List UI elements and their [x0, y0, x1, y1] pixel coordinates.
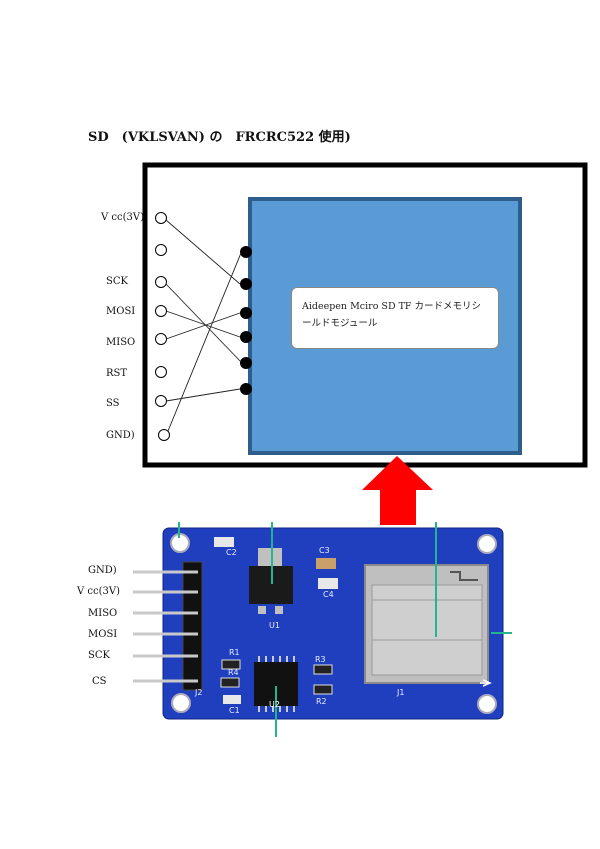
cap-c3	[316, 558, 336, 569]
board-label-cs: CS	[92, 676, 107, 687]
board-label-vcc: V cc(3V)	[77, 586, 120, 597]
board-label-gnd: GND)	[88, 565, 117, 576]
module-pin-6	[240, 383, 252, 395]
wires	[165, 219, 242, 432]
pin-label-mosi: MOSI	[106, 306, 136, 317]
module-pin-3	[240, 307, 252, 319]
header-open-pins	[155, 212, 170, 441]
wire-gnd	[167, 252, 242, 432]
wire-vcc	[165, 219, 241, 285]
res-r1	[221, 659, 241, 670]
wire-ss	[165, 388, 241, 402]
open-pin-6	[155, 366, 167, 378]
res-r2	[313, 684, 333, 695]
module-filled-pins	[240, 246, 252, 395]
mount-hole-bl	[171, 693, 191, 713]
callout-pointers	[178, 522, 512, 737]
wire-sck	[165, 283, 242, 363]
open-pin-7	[155, 395, 167, 407]
sd-card-board	[133, 527, 504, 720]
module-caption: Aideepen Mciro SD TF カードメモリシールドモジュール	[291, 287, 499, 349]
module-pin-2	[240, 278, 252, 290]
open-pin-1	[155, 212, 167, 224]
open-pin-8	[158, 429, 170, 441]
cap-c4	[318, 578, 338, 589]
wire-mosi	[165, 310, 241, 338]
board-label-mosi: MOSI	[88, 629, 118, 640]
module-pin-4	[240, 331, 252, 343]
board-label-sck: SCK	[88, 650, 110, 661]
pin-label-vcc: V cc(3V)	[101, 212, 144, 223]
cap-c1	[223, 695, 241, 704]
up-arrow	[362, 456, 433, 525]
open-pin-2	[155, 244, 167, 256]
pin-label-sck: SCK	[106, 276, 128, 287]
pin-header-j2	[182, 561, 203, 691]
res-r3	[313, 664, 333, 675]
open-pin-5	[155, 333, 167, 345]
open-pin-3	[155, 276, 167, 288]
open-pin-4	[155, 305, 167, 317]
mount-hole-tr	[477, 534, 497, 554]
pin-label-ss: SS	[106, 398, 120, 409]
wire-miso	[165, 312, 241, 340]
pin-label-gnd: GND)	[106, 430, 135, 441]
header-pins	[133, 570, 198, 683]
page-title: SD (VKLSVAN) の FRCRC522 使用)	[88, 130, 351, 145]
pin-label-miso: MISO	[106, 337, 136, 348]
module-pin-1	[240, 246, 252, 258]
module-pin-5	[240, 357, 252, 369]
board-label-miso: MISO	[88, 608, 118, 619]
pin-label-rst: RST	[106, 368, 128, 379]
cap-c2	[214, 537, 234, 547]
res-r4	[220, 677, 240, 688]
mount-hole-br	[477, 694, 497, 714]
